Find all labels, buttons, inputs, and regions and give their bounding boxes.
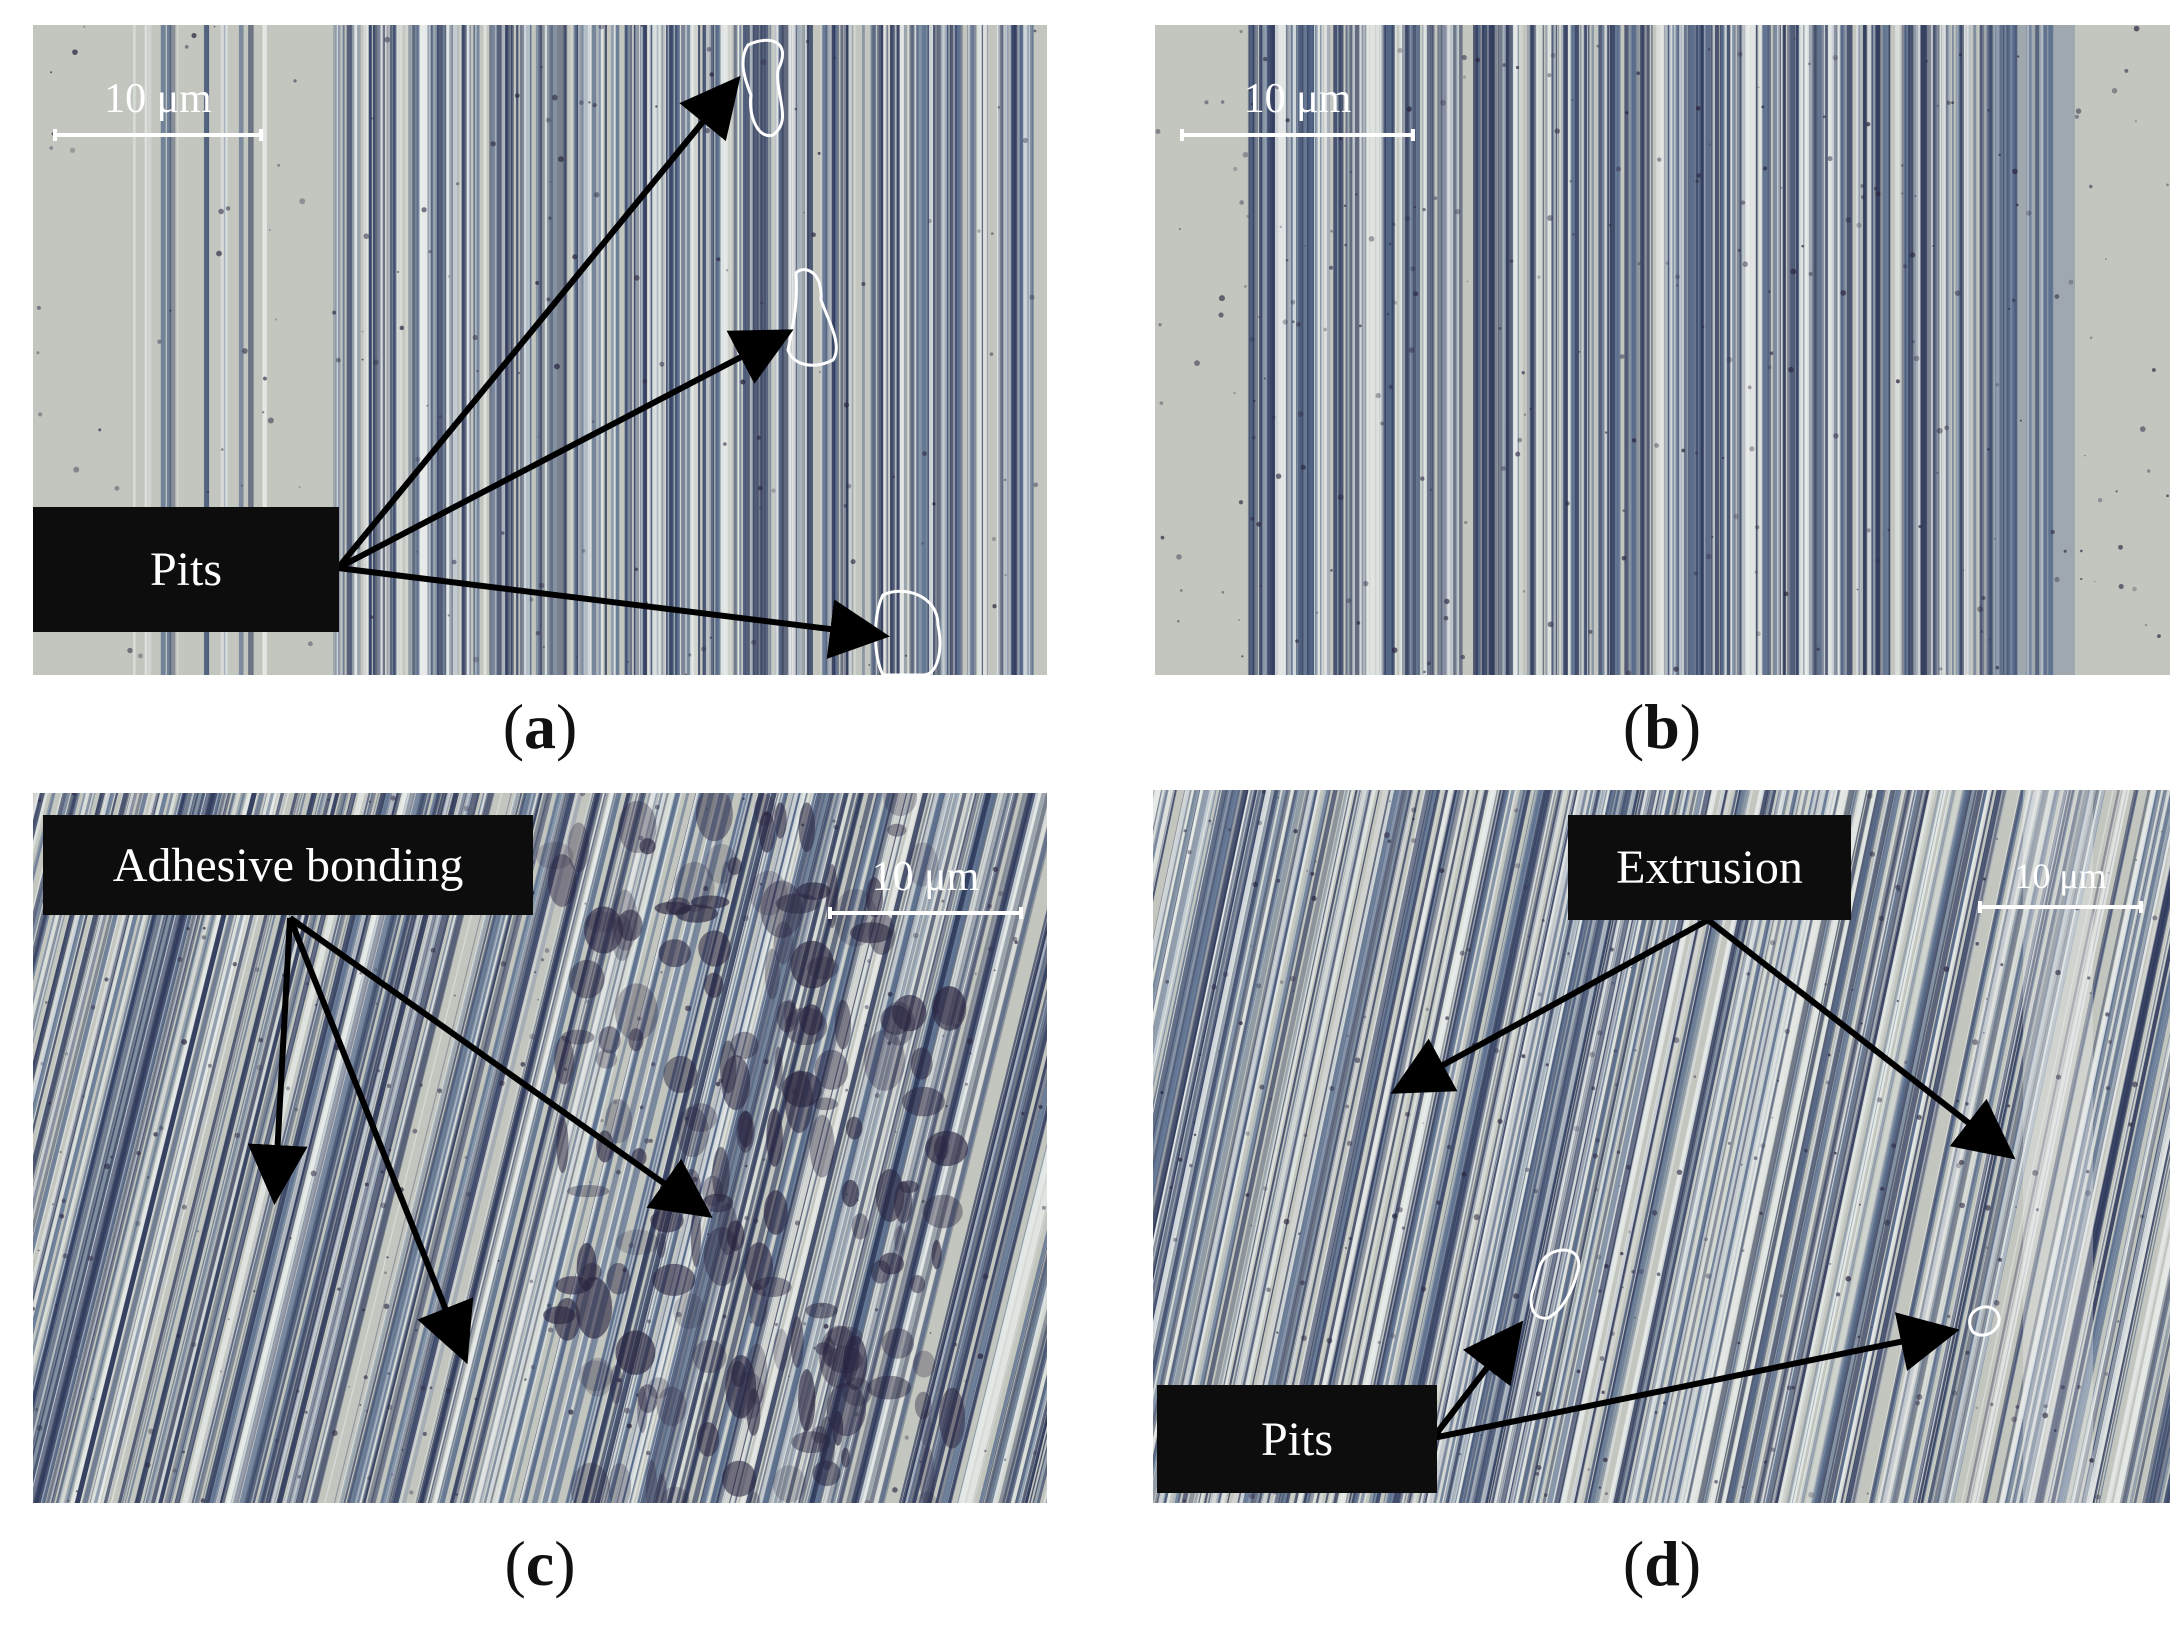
micrograph-panel-c: Adhesive bonding 10 μm <box>33 793 1047 1503</box>
scale-bar-label: 10 μm <box>104 76 212 122</box>
pits-label: Pits <box>33 507 339 632</box>
micrograph-image-b <box>1155 25 2170 675</box>
micrograph-panel-b: 10 μm <box>1155 25 2170 675</box>
scale-bar: 10 μm <box>1978 855 2143 915</box>
scale-bar-label: 10 μm <box>1243 76 1352 122</box>
pits-label: Pits <box>1157 1385 1437 1493</box>
micrograph-panel-d: Extrusion Pits 10 μm <box>1153 790 2170 1503</box>
extrusion-label: Extrusion <box>1568 815 1851 920</box>
scale-bar-line <box>828 907 1023 919</box>
scale-bar: 10 μm <box>53 75 263 145</box>
adhesive-bonding-label: Adhesive bonding <box>43 815 533 915</box>
caption-d: (d) <box>1622 1528 1702 1599</box>
scale-bar: 10 μm <box>1180 75 1415 145</box>
scale-bar-line <box>1180 129 1415 141</box>
caption-b: (b) <box>1622 691 1702 762</box>
scale-bar-line <box>1978 901 2143 913</box>
caption-c: (c) <box>504 1528 576 1599</box>
scale-bar-label: 10 μm <box>2014 856 2107 896</box>
scale-bar-label: 10 μm <box>871 854 980 900</box>
micrograph-panel-a: 10 μm Pits <box>33 25 1047 675</box>
scale-bar: 10 μm <box>828 853 1023 923</box>
caption-a: (a) <box>502 691 578 762</box>
scale-bar-line <box>53 129 263 141</box>
